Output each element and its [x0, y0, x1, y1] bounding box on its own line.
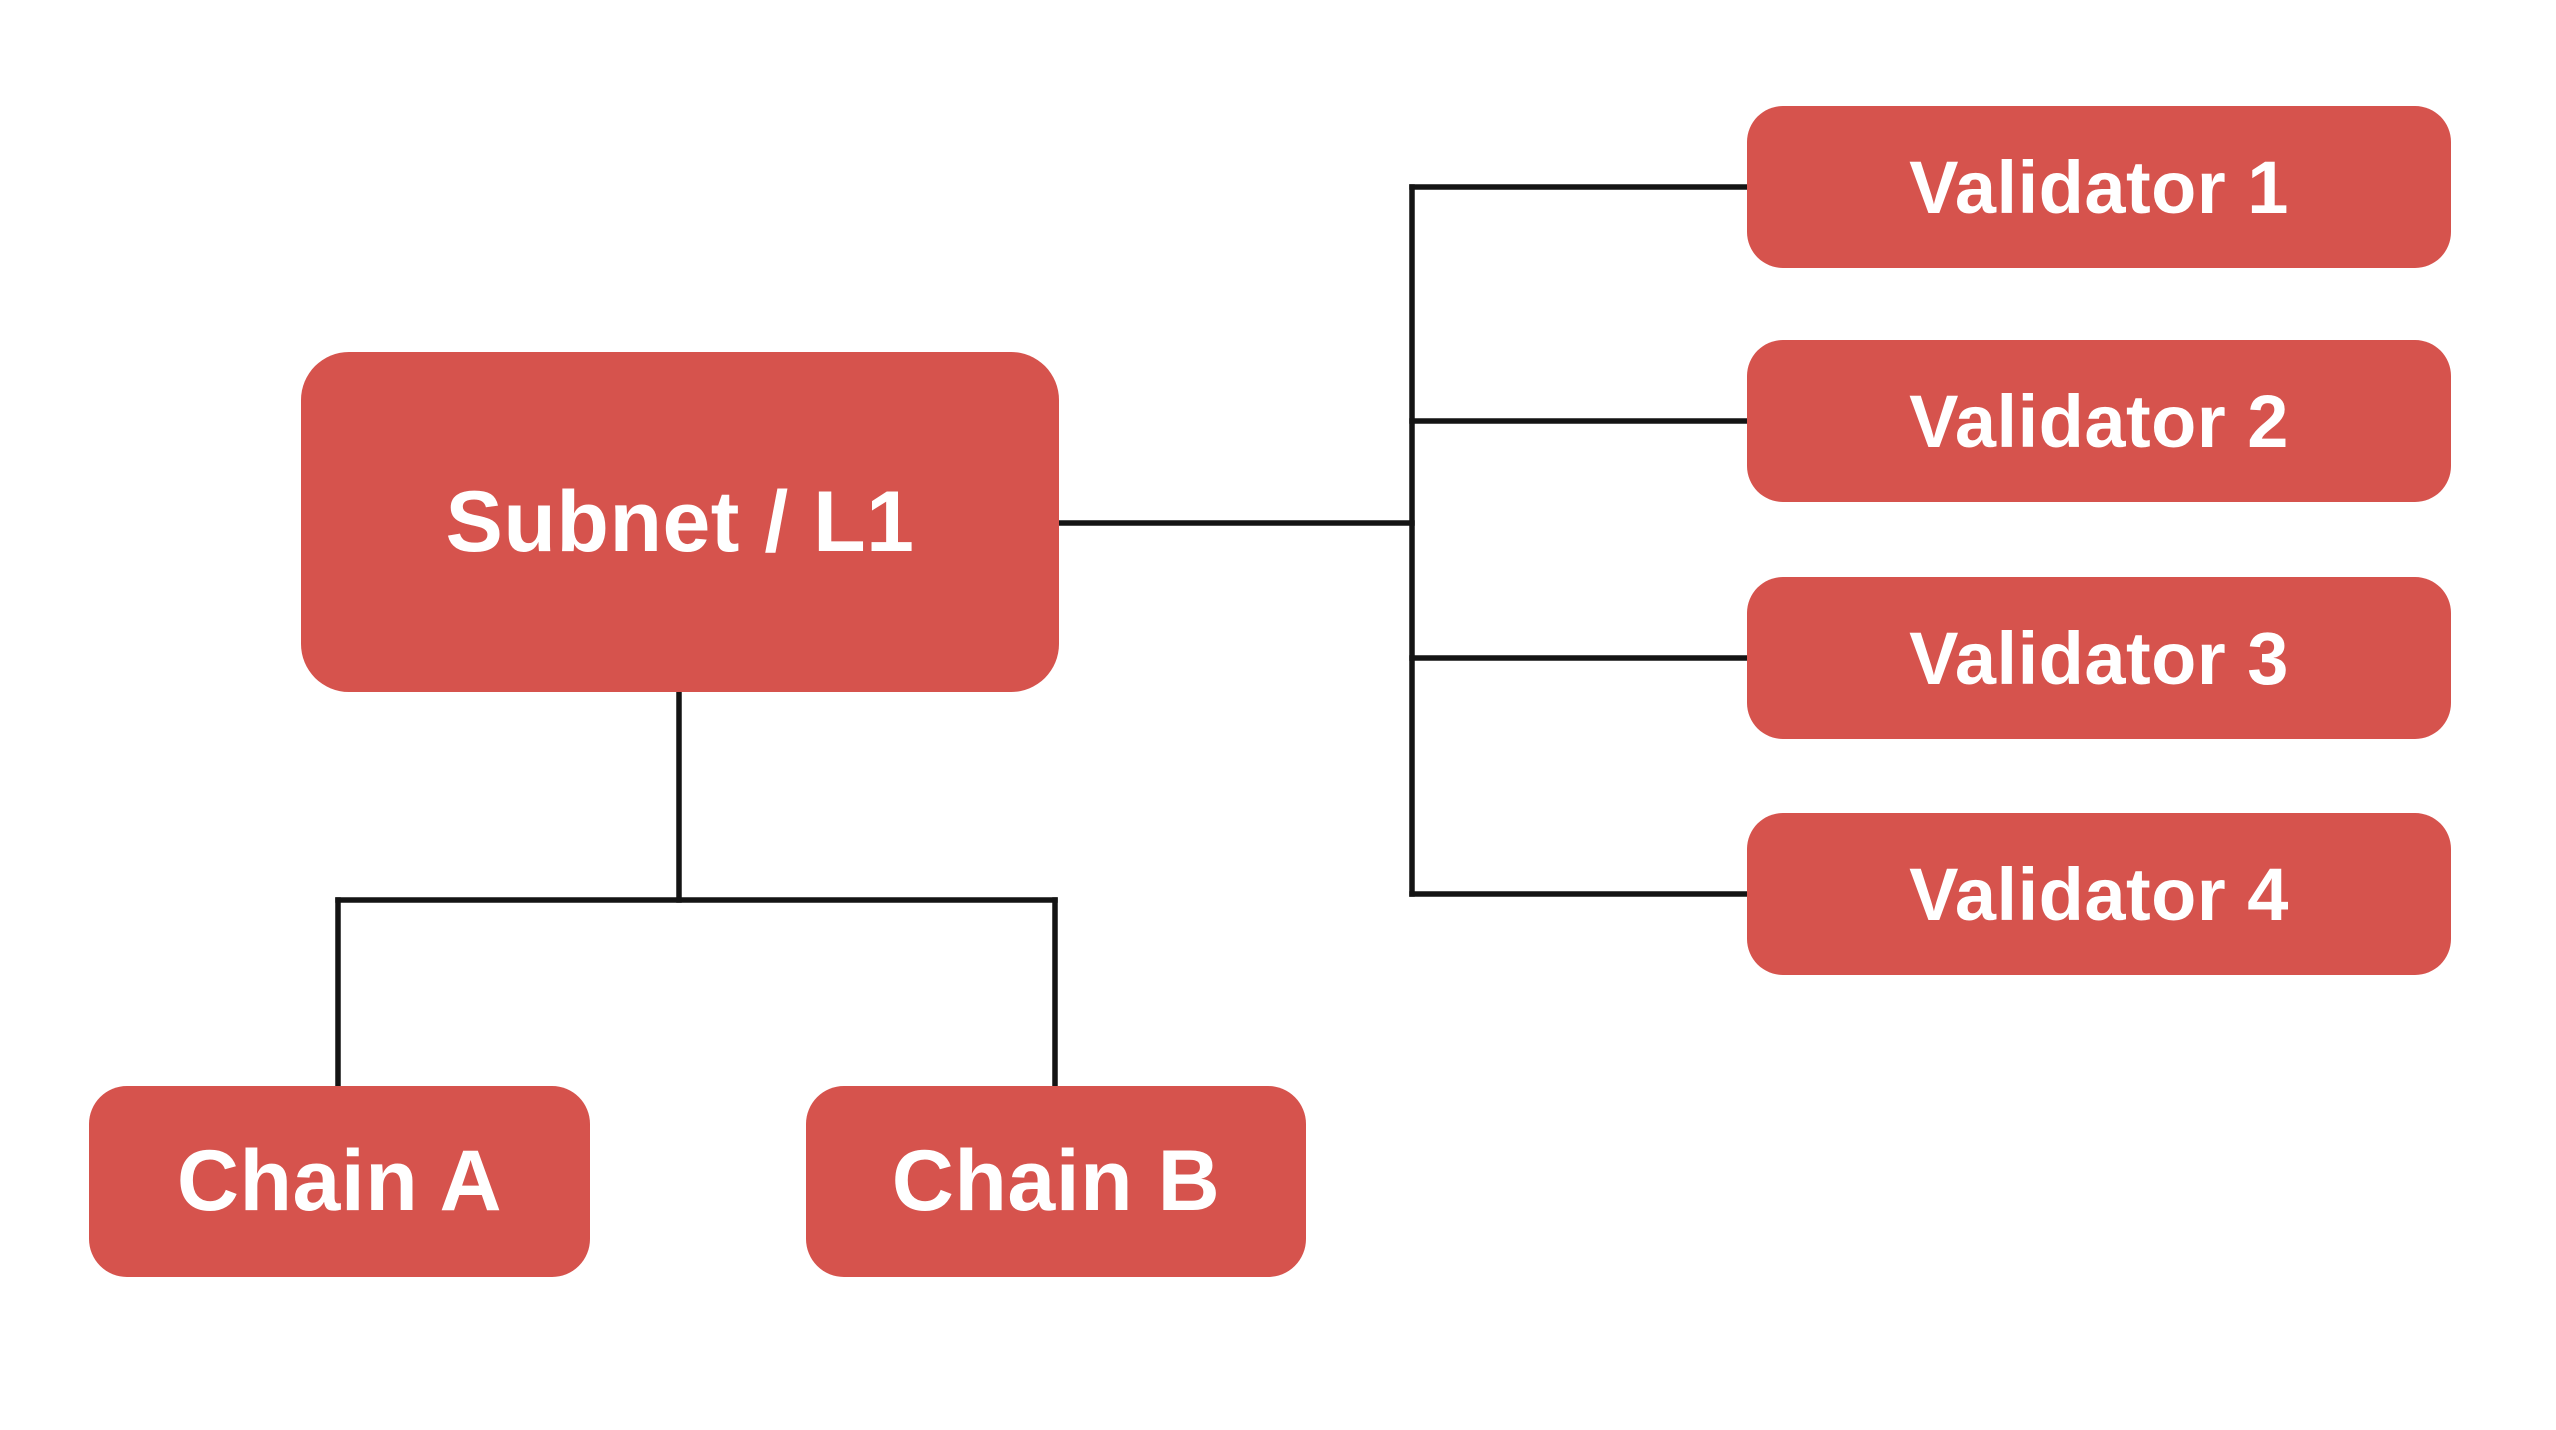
validator-2-node: Validator 2: [1747, 340, 2451, 502]
validator-1-node: Validator 1: [1747, 106, 2451, 268]
validator-2-label: Validator 2: [1909, 379, 2289, 463]
subnet-l1-node: Subnet / L1: [301, 352, 1059, 692]
validator-1-label: Validator 1: [1909, 145, 2289, 229]
validator-4-label: Validator 4: [1909, 852, 2289, 936]
chain-a-node: Chain A: [89, 1086, 590, 1277]
chain-a-label: Chain A: [176, 1133, 503, 1229]
validator-4-node: Validator 4: [1747, 813, 2451, 975]
validator-3-label: Validator 3: [1909, 616, 2289, 700]
validator-3-node: Validator 3: [1747, 577, 2451, 739]
chain-b-label: Chain B: [891, 1133, 1221, 1229]
subnet-l1-label: Subnet / L1: [445, 473, 915, 570]
chain-b-node: Chain B: [806, 1086, 1306, 1277]
